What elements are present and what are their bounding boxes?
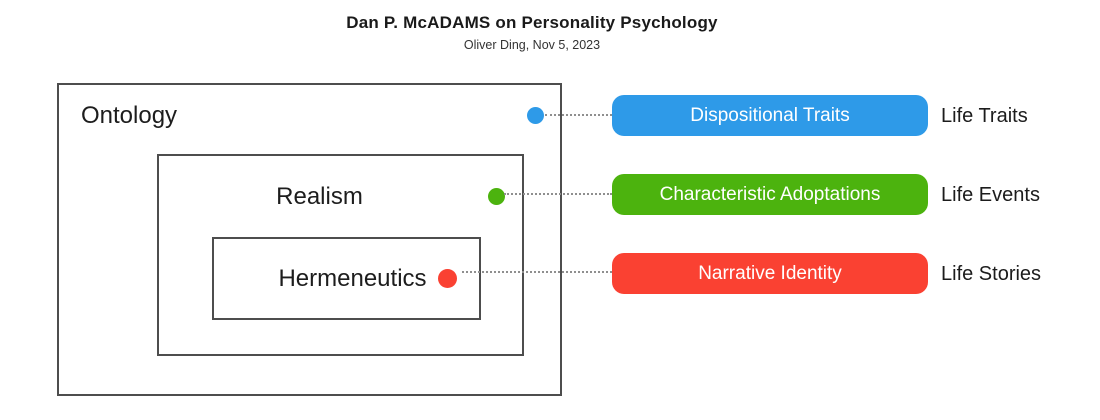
characteristic-adoptations-pill: Characteristic Adoptations bbox=[612, 174, 928, 215]
dispositional-traits-pill-label: Dispositional Traits bbox=[690, 104, 850, 126]
ontology-box: Ontology Realism Hermeneutics bbox=[57, 83, 562, 396]
hermeneutics-box: Hermeneutics bbox=[212, 237, 481, 320]
hermeneutics-label: Hermeneutics bbox=[278, 264, 427, 292]
narrative-identity-dot bbox=[437, 269, 457, 288]
realism-box: Realism Hermeneutics bbox=[157, 154, 524, 356]
dispositional-traits-connector-line bbox=[545, 114, 612, 116]
realism-label: Realism bbox=[276, 183, 363, 210]
narrative-identity-pill-label: Narrative Identity bbox=[698, 262, 842, 284]
narrative-identity-pill: Narrative Identity bbox=[612, 253, 928, 294]
page-title: Dan P. McADAMS on Personality Psychology bbox=[346, 13, 718, 32]
hermeneutics-content: Hermeneutics bbox=[214, 239, 479, 318]
characteristic-adoptations-pill-label: Characteristic Adoptations bbox=[659, 183, 881, 205]
life-events-label: Life Events bbox=[941, 184, 1040, 206]
dispositional-traits-pill: Dispositional Traits bbox=[612, 95, 928, 136]
life-traits-label: Life Traits bbox=[941, 105, 1028, 127]
characteristic-adoptations-dot bbox=[488, 188, 505, 205]
header: Dan P. McADAMS on Personality Psychology… bbox=[0, 12, 1064, 54]
dispositional-traits-dot bbox=[527, 107, 544, 124]
life-stories-label: Life Stories bbox=[941, 263, 1042, 285]
narrative-identity-connector-line bbox=[462, 271, 612, 273]
characteristic-adoptations-connector-line bbox=[504, 193, 612, 195]
page-subtitle: Oliver Ding, Nov 5, 2023 bbox=[463, 38, 601, 52]
ontology-label: Ontology bbox=[81, 102, 178, 129]
